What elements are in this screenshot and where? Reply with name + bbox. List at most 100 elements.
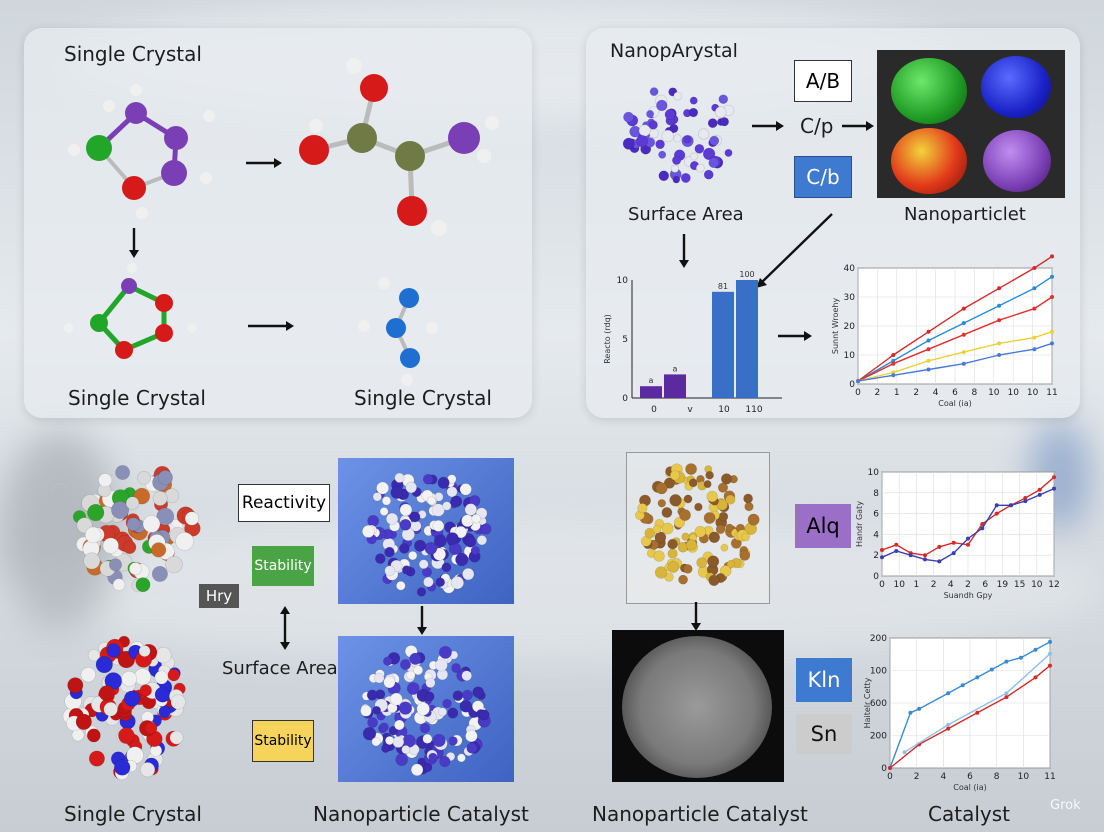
sphere-atom xyxy=(471,513,481,524)
series-point xyxy=(994,511,999,516)
sphere-atom xyxy=(126,517,141,532)
sphere-atom xyxy=(661,129,674,143)
nanoparticle-grid xyxy=(877,50,1065,198)
y-axis-label: Sunnt Wroehy xyxy=(831,298,840,355)
sphere-atom xyxy=(457,753,466,763)
sphere-atom xyxy=(390,486,404,499)
sphere-atom xyxy=(724,148,733,157)
nano-sphere-lower xyxy=(360,645,491,777)
sphere-atom xyxy=(388,725,399,736)
series-point xyxy=(980,526,985,531)
sphere-atom xyxy=(422,733,433,744)
sphere-atom xyxy=(720,473,733,485)
sphere-atom xyxy=(438,645,452,659)
sphere-atom xyxy=(389,692,403,706)
sphere-atom xyxy=(694,143,705,154)
sphere-atom xyxy=(688,478,698,488)
x-tick-label: 1 xyxy=(914,580,920,590)
sphere-atom xyxy=(673,134,682,143)
sphere-atom xyxy=(644,527,656,539)
sphere-atom xyxy=(476,535,487,546)
sphere-atom xyxy=(384,546,395,558)
series-point xyxy=(1050,274,1054,279)
series-point xyxy=(891,353,896,357)
sphere-atom xyxy=(672,175,681,184)
sphere-atom xyxy=(452,690,464,702)
sphere-atom xyxy=(158,705,171,719)
series-point xyxy=(980,522,985,526)
series-point xyxy=(1033,647,1038,652)
sphere-atom xyxy=(448,736,458,746)
y-tick-label: 0 xyxy=(849,380,855,390)
series-line xyxy=(904,653,1051,753)
sphere-atom xyxy=(708,157,719,168)
sphere-atom xyxy=(98,685,115,702)
sphere-atom xyxy=(144,721,158,735)
sphere-atom xyxy=(433,534,447,548)
y-tick-label: 10 xyxy=(617,276,629,286)
y-tick-label: 8 xyxy=(873,489,879,499)
sphere-atom xyxy=(399,543,410,554)
y-tick-label: 200 xyxy=(870,732,887,742)
x-tick-label: v xyxy=(687,405,693,415)
x-tick-label: 4 xyxy=(933,388,939,398)
bar-data-label: 81 xyxy=(718,282,728,291)
box-hry: Hry xyxy=(199,584,239,608)
series-point xyxy=(1050,254,1054,259)
sphere-atom xyxy=(461,514,474,528)
series-point xyxy=(966,536,970,541)
sphere-cluster-mixed-upper xyxy=(72,465,201,593)
sphere-atom xyxy=(392,736,405,748)
sphere-atom xyxy=(408,550,418,561)
series-point xyxy=(961,306,966,311)
sphere-atom xyxy=(405,481,417,494)
sphere-atom xyxy=(715,524,726,534)
y-axis-label: Reacto (rdq) xyxy=(603,314,612,364)
sphere-atom xyxy=(383,676,396,689)
box-kln: Kln xyxy=(796,658,852,702)
series-point xyxy=(888,766,892,770)
sphere-atom xyxy=(743,493,753,504)
series-point xyxy=(1033,675,1038,680)
sphere-atom xyxy=(707,118,718,128)
series-point xyxy=(917,706,922,711)
x-axis-label: Suandh Gpy xyxy=(944,591,993,600)
sphere-atom xyxy=(461,670,472,682)
sphere-atom xyxy=(381,496,392,506)
arrow-down-right xyxy=(691,602,701,631)
y-tick-label: 30 xyxy=(844,293,856,303)
sphere-atom xyxy=(703,512,716,524)
series-point xyxy=(994,503,999,508)
sphere-atom xyxy=(669,470,681,481)
series-point xyxy=(997,286,1002,291)
sphere-atom xyxy=(747,513,760,526)
sphere-atom xyxy=(707,555,720,568)
sphere-atom xyxy=(399,519,412,531)
sphere-atom xyxy=(694,502,703,512)
series-point xyxy=(1009,503,1013,508)
molecule-ring-1 xyxy=(68,84,215,219)
x-tick-label: 1 xyxy=(894,388,900,398)
sphere-atom xyxy=(446,532,459,545)
sphere-atom xyxy=(655,139,665,150)
sphere-atom xyxy=(139,684,152,697)
sphere-atom xyxy=(648,120,658,130)
sphere-atom xyxy=(720,543,729,552)
sphere-atom xyxy=(175,532,194,551)
sphere-atom xyxy=(683,135,692,144)
sphere-atom xyxy=(685,463,697,475)
sphere-atom xyxy=(414,539,427,552)
x-tick-label: 10 xyxy=(1031,580,1043,590)
series-point xyxy=(891,373,896,378)
x-tick-label: 6 xyxy=(982,580,988,590)
sphere-atom xyxy=(434,658,448,672)
sphere-atom xyxy=(459,483,472,496)
x-tick-label: 2 xyxy=(965,580,971,590)
sphere-atom xyxy=(424,691,435,702)
series-point xyxy=(961,332,966,337)
sphere-atom xyxy=(671,155,682,165)
sphere-atom xyxy=(718,94,729,105)
sphere-atom xyxy=(688,107,699,118)
sphere-atom xyxy=(157,470,173,486)
sphere-atom xyxy=(695,163,705,173)
